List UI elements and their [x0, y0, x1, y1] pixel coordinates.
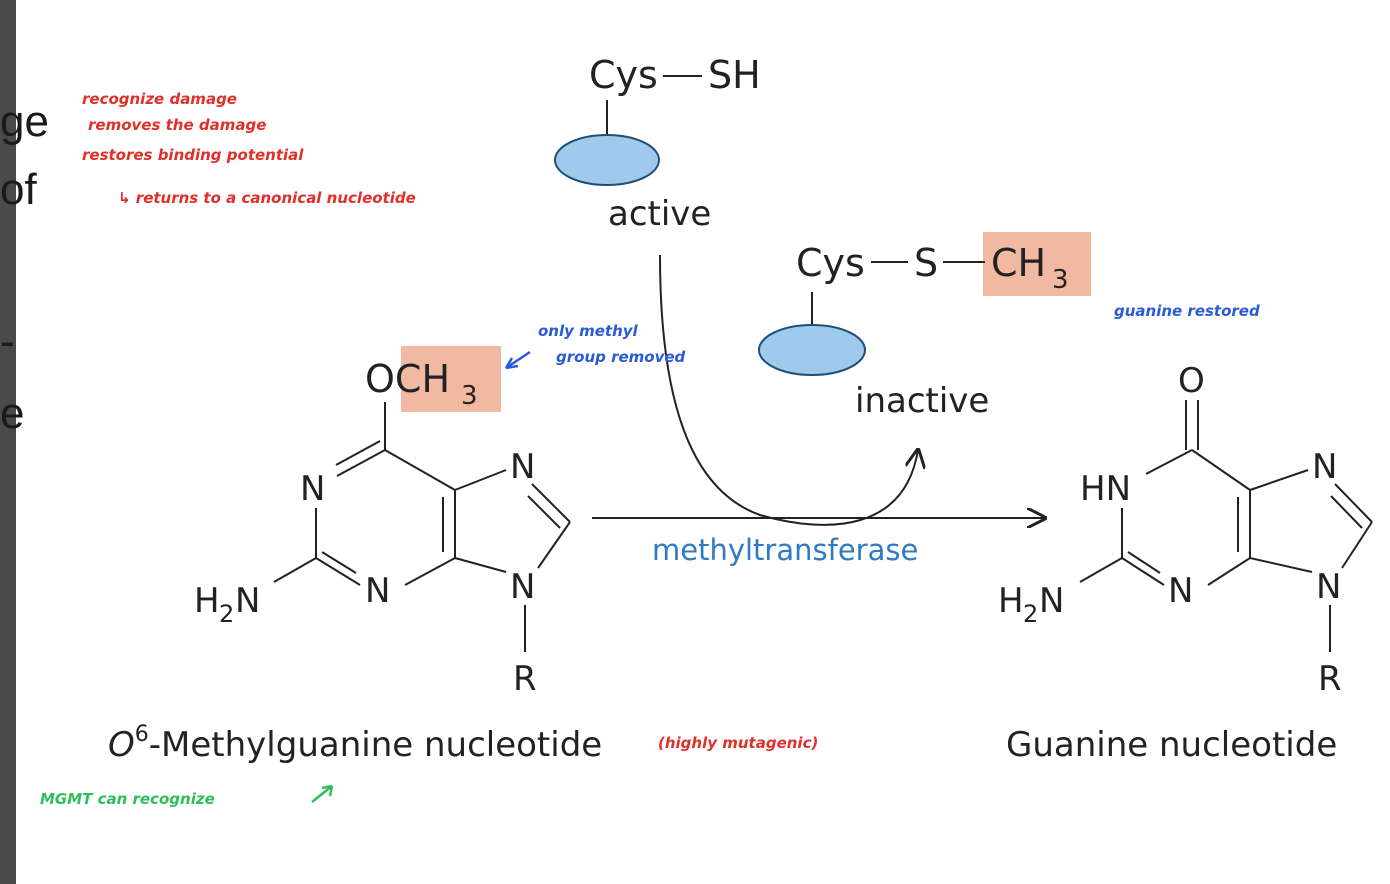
atom-hn: HN — [1080, 469, 1131, 509]
atom-r: R — [513, 659, 537, 699]
green-arrow — [311, 784, 334, 803]
inactive-cys-label: Cys — [796, 241, 865, 285]
bond-line — [454, 557, 507, 573]
bond-line — [1207, 557, 1251, 586]
bond-line — [1127, 551, 1161, 574]
slide-text-fragment: e — [0, 389, 25, 438]
bond-line — [1079, 557, 1123, 583]
blue-note-line: group removed — [556, 348, 686, 366]
bond-line — [1341, 521, 1373, 569]
reactant-name: O6-Methylguanine nucleotide — [108, 722, 602, 765]
enzyme-inactive: Cys S CH 3 inactive — [758, 232, 1091, 421]
atom-n7: N — [1312, 447, 1337, 487]
red-note-line: ↳ returns to a canonical nucleotide — [118, 189, 416, 207]
bond-line — [537, 521, 571, 569]
blue-arrow — [504, 350, 531, 370]
bond-line — [404, 557, 456, 586]
red-note-line: removes the damage — [88, 116, 266, 134]
bond-line — [315, 557, 361, 586]
bond-line — [321, 551, 357, 574]
left-panel-edge — [0, 0, 16, 884]
bond-line — [336, 449, 386, 477]
atom-n1: N — [300, 469, 325, 509]
inactive-ch-subscript: 3 — [1052, 265, 1069, 295]
bond-line — [454, 469, 507, 491]
atom-n3: N — [1168, 571, 1193, 611]
bond-line — [1121, 557, 1165, 586]
product-structure: O HN N N N R H 2 N — [998, 361, 1373, 699]
handwritten-annotations: recognize damage removes the damage rest… — [40, 90, 1260, 808]
atom-h2n-subscript: 2 — [219, 600, 234, 628]
slide-text-fragment: - — [0, 317, 15, 366]
enzyme-inactive-shape — [758, 324, 866, 376]
atom-n7: N — [510, 447, 535, 487]
enzyme-active: Cys SH active — [554, 53, 761, 234]
slide-text-fragment: ge — [0, 97, 49, 146]
active-label: active — [608, 194, 711, 234]
enzyme-active-shape — [554, 134, 660, 186]
reactant-name-rest: -Methylguanine nucleotide — [149, 725, 602, 765]
atom-h2n-n: N — [1039, 581, 1064, 621]
atom-h2n-n: N — [235, 581, 260, 621]
atom-n3: N — [365, 571, 390, 611]
atom-h2n-h: H — [998, 581, 1024, 621]
active-cys-label: Cys — [589, 53, 658, 97]
atom-r: R — [1318, 659, 1342, 699]
methyl-highlight — [401, 346, 501, 412]
methyltransferase-label: methyltransferase — [652, 533, 918, 567]
bond-line — [384, 449, 456, 491]
slide-text-fragment: of — [0, 165, 37, 214]
methyl-highlight — [983, 232, 1091, 296]
reactant-structure: OCH 3 N N N N R H 2 N — [194, 346, 571, 699]
atom-n9: N — [1316, 567, 1341, 607]
inactive-s-label: S — [914, 241, 938, 285]
och-subscript: 3 — [461, 381, 478, 411]
bond-line — [1191, 449, 1251, 491]
green-note: MGMT can recognize — [40, 790, 215, 808]
bond-line — [531, 483, 571, 523]
bond-line — [1145, 449, 1193, 475]
red-note-line: recognize damage — [82, 90, 237, 108]
inactive-label: inactive — [855, 381, 989, 421]
atom-o: O — [1178, 361, 1205, 401]
atom-h2n-subscript: 2 — [1023, 600, 1038, 628]
atom-n9: N — [510, 567, 535, 607]
blue-note-line: only methyl — [538, 322, 639, 340]
bond-line — [527, 495, 561, 529]
bond-line — [1334, 483, 1373, 523]
inactive-ch-label: CH — [991, 241, 1046, 285]
atom-h2n-h: H — [194, 581, 220, 621]
bond-line — [1249, 469, 1309, 491]
active-sh-label: SH — [708, 53, 761, 97]
bond-line — [1249, 557, 1313, 573]
och-label: OCH — [365, 357, 450, 401]
enzyme-curved-arrow — [659, 254, 918, 526]
reactant-name-superscript: 6 — [135, 722, 149, 747]
bond-line — [335, 440, 381, 466]
red-note-line: restores binding potential — [82, 146, 304, 164]
product-name: Guanine nucleotide — [1006, 725, 1337, 765]
bond-line — [273, 557, 317, 583]
red-note-name: (highly mutagenic) — [658, 734, 818, 752]
bond-line — [1330, 495, 1363, 529]
blue-note-right: guanine restored — [1114, 302, 1260, 320]
reactant-name-prefix: O — [108, 725, 135, 765]
